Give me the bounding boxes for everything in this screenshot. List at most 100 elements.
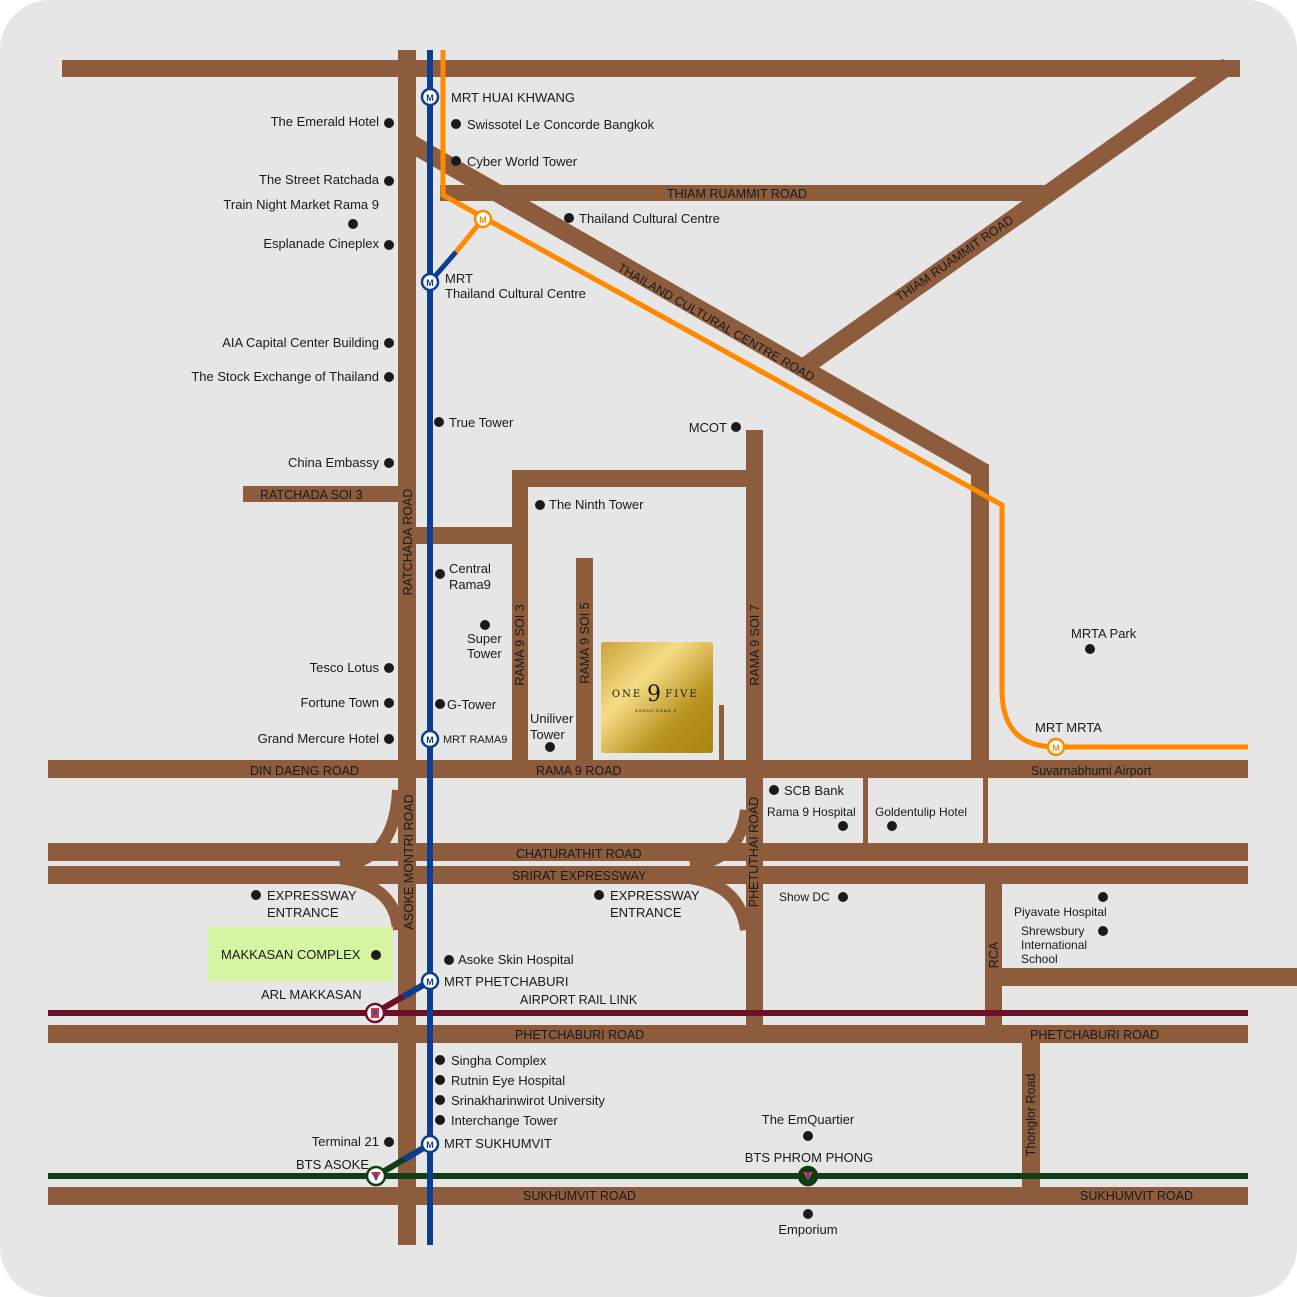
place-dot xyxy=(384,458,394,468)
road-label: Suvarnabhumi Airport xyxy=(1031,764,1152,778)
place-label: Srinakharinwirot University xyxy=(451,1093,605,1108)
rama9-road xyxy=(48,760,1248,778)
place-label: Train Night Market Rama 9 xyxy=(223,197,379,212)
place-label: MRTA Park xyxy=(1071,626,1137,641)
station-label: MRT RAMA9 xyxy=(443,734,507,746)
place-label: ENTRANCE xyxy=(267,905,339,920)
road-label: SRIRAT EXPRESSWAY xyxy=(512,869,647,883)
svg-text:M: M xyxy=(426,735,434,745)
rama9-soi5 xyxy=(576,558,593,770)
station-label: ARL MAKKASAN xyxy=(261,987,362,1002)
place-dot xyxy=(731,422,741,432)
place-dot xyxy=(435,1075,445,1085)
place-label: Shrewsbury xyxy=(1021,924,1084,938)
places: Swissotel Le Concorde Bangkok The Emeral… xyxy=(191,114,1136,1237)
place-dot xyxy=(384,372,394,382)
svg-text:FIVE: FIVE xyxy=(665,689,698,700)
station-label: MRT SUKHUMVIT xyxy=(444,1136,552,1151)
svg-text:M: M xyxy=(426,278,434,288)
place-label: MCOT xyxy=(689,420,727,435)
place-label: Cyber World Tower xyxy=(467,154,578,169)
place-label: SCB Bank xyxy=(784,783,844,798)
place-label: Rama 9 Hospital xyxy=(767,805,856,819)
one9five-logo: ONE 9 FIVE ASOKE-RAMA 9 xyxy=(601,642,713,753)
station-label: MRT xyxy=(445,271,473,286)
place-dot xyxy=(480,620,490,630)
place-dot xyxy=(384,663,394,673)
mrt-orange-station-icon: M xyxy=(1046,737,1066,757)
road-label: RATCHADA ROAD xyxy=(401,489,415,596)
place-label: Esplanade Cineplex xyxy=(263,236,379,251)
place-dot xyxy=(545,742,555,752)
place-dot xyxy=(435,1055,445,1065)
place-label: EXPRESSWAY xyxy=(610,888,700,903)
place-label: Tower xyxy=(467,646,502,661)
mrt-station-icon: M xyxy=(420,272,440,292)
place-label: Swissotel Le Concorde Bangkok xyxy=(467,117,655,132)
thiam-ruammit-road xyxy=(440,185,1052,201)
place-label: Singha Complex xyxy=(451,1053,547,1068)
station-label: MRT HUAI KHWANG xyxy=(451,90,575,105)
makkasan-complex-highlight xyxy=(208,927,393,981)
place-dot xyxy=(384,176,394,186)
station-label: MRT PHETCHABURI xyxy=(444,974,568,989)
thailand-cultural-centre-road xyxy=(400,132,989,770)
lane xyxy=(863,778,868,844)
place-dot xyxy=(1085,644,1095,654)
svg-text:ASOKE-RAMA 9: ASOKE-RAMA 9 xyxy=(635,708,677,713)
place-dot xyxy=(451,119,461,129)
rca-branch xyxy=(1000,968,1297,986)
road-label: Thonglor Road xyxy=(1024,1074,1038,1157)
road-label: RAMA 9 SOI 7 xyxy=(748,604,762,685)
lane xyxy=(983,778,988,844)
road-label: DIN DAENG ROAD xyxy=(250,764,359,778)
place-dot xyxy=(838,821,848,831)
chaturathit-road xyxy=(48,843,1248,861)
place-dot xyxy=(384,240,394,250)
place-label: Show DC xyxy=(779,890,830,904)
place-dot xyxy=(1098,926,1108,936)
place-dot xyxy=(435,1095,445,1105)
sukhumvit-road xyxy=(48,1187,1248,1205)
place-label: The EmQuartier xyxy=(762,1112,855,1127)
svg-text:M: M xyxy=(479,215,487,225)
place-label: Rama9 xyxy=(449,577,491,592)
road-label: RCA xyxy=(987,941,1001,968)
place-label: The Street Ratchada xyxy=(259,172,380,187)
place-label: The Stock Exchange of Thailand xyxy=(191,369,379,384)
place-label: G-Tower xyxy=(447,697,497,712)
place-label: Central xyxy=(449,561,491,576)
rca-road xyxy=(985,884,1002,1025)
rail-label: AIRPORT RAIL LINK xyxy=(520,993,638,1007)
svg-text:9: 9 xyxy=(647,682,661,707)
place-label: EXPRESSWAY xyxy=(267,888,357,903)
place-dot xyxy=(435,699,445,709)
connector-road xyxy=(416,527,520,544)
road-label: SUKHUMVIT ROAD xyxy=(523,1189,636,1203)
ratchada-asoke-road xyxy=(398,50,416,1245)
place-dot xyxy=(384,1137,394,1147)
mrt-station-icon: M xyxy=(420,1134,440,1154)
small-lane xyxy=(719,705,724,763)
place-dot xyxy=(535,500,545,510)
place-label: Fortune Town xyxy=(300,695,379,710)
arl-station-icon xyxy=(364,1002,386,1024)
place-dot xyxy=(887,821,897,831)
place-label: Thailand Cultural Centre xyxy=(579,211,720,226)
place-label: True Tower xyxy=(449,415,514,430)
srirat-expressway xyxy=(48,866,1248,884)
place-label: Emporium xyxy=(778,1222,837,1237)
place-label: Tower xyxy=(530,727,565,742)
place-dot xyxy=(384,118,394,128)
place-label: Rutnin Eye Hospital xyxy=(451,1073,565,1088)
rama9-soi3 xyxy=(512,470,528,770)
station-label: BTS ASOKE xyxy=(296,1157,369,1172)
place-dot xyxy=(251,890,261,900)
place-label: MAKKASAN COMPLEX xyxy=(221,947,361,962)
mrt-orange-station-icon: M xyxy=(473,209,493,229)
svg-text:M: M xyxy=(426,93,434,103)
place-label: Goldentulip Hotel xyxy=(875,805,967,819)
road-label: CHATURATHIT ROAD xyxy=(516,847,642,861)
svg-text:M: M xyxy=(426,1140,434,1150)
